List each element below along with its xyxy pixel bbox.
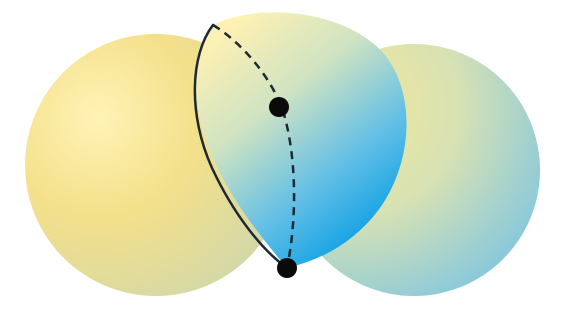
upper-point [269, 97, 289, 117]
lower-point [277, 258, 297, 278]
